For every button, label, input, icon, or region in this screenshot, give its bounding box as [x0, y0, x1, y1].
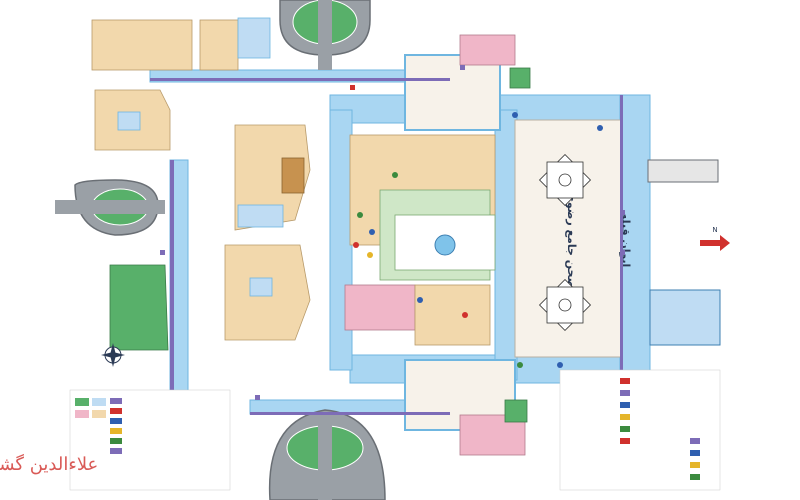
north-courtyard-green — [509, 67, 531, 89]
legend-right-frame — [559, 369, 721, 491]
west-buildings — [91, 17, 311, 341]
left-corridor — [329, 109, 353, 371]
roundabout-west — [55, 179, 165, 236]
shrine-pink-block — [344, 284, 416, 331]
great-courtyard-label: صحن جامع رضوی — [565, 192, 578, 288]
north-offices-2 — [199, 19, 239, 71]
north-offices-3 — [237, 17, 271, 59]
purple-roads — [150, 78, 623, 450]
east-iwan — [647, 159, 721, 346]
north-courtyard — [404, 34, 531, 131]
shrine-lower-block — [414, 284, 491, 346]
shrine-dome — [434, 234, 456, 256]
west-building-1-court — [117, 111, 141, 131]
north-arrow: N — [700, 226, 730, 251]
legend-right — [559, 369, 721, 491]
fountain-south — [538, 278, 592, 332]
north-courtyard-floor — [404, 54, 501, 131]
south-courtyard — [404, 359, 528, 456]
legend-left-frame — [69, 389, 231, 491]
compass-icon — [101, 343, 125, 367]
north-arrow-label: N — [712, 226, 717, 234]
west-building-2-brown — [281, 157, 305, 194]
watermark-logo: علاءالدین گشت — [0, 453, 98, 475]
legend-left — [69, 389, 231, 491]
north-offices-1 — [91, 19, 193, 71]
east-iwan-block — [649, 289, 721, 346]
fountain-north — [538, 153, 592, 207]
east-entrance — [647, 159, 719, 183]
roundabout-north — [279, 0, 371, 70]
west-building-3-court — [249, 277, 273, 297]
fountain-stars — [538, 153, 592, 332]
roundabouts — [55, 0, 386, 500]
west-building-2 — [234, 124, 311, 231]
right-corridor — [619, 94, 651, 386]
facility-markers — [160, 65, 625, 400]
roundabout-south — [268, 409, 386, 500]
green-park — [109, 264, 169, 351]
south-courtyard-green — [504, 399, 528, 423]
middle-corridor — [494, 109, 518, 381]
north-courtyard-top — [459, 34, 516, 66]
west-building-2-pool — [237, 204, 284, 228]
corridor-network — [149, 69, 651, 451]
central-complex — [344, 134, 496, 346]
